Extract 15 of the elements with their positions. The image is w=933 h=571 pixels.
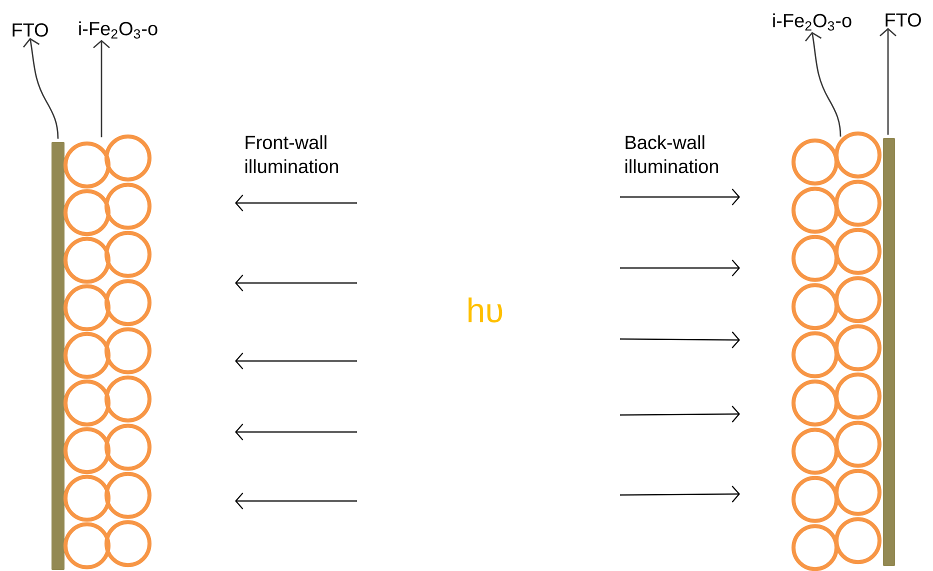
fto-layer-bar [52,142,64,570]
label-text: i-Fe$_{2}$O$_{3}$-o [773,13,852,31]
leader-arrow [22,38,59,139]
label-text: i-Fe$_{2}$O$_{3}$-o [79,21,158,39]
leader-arrow [880,28,896,135]
fto-layer-bar [883,138,895,566]
particle-layer-drawing [64,134,152,570]
particle-layer-drawing [792,132,882,571]
light-symbol: hυ [468,298,502,322]
leader-arrow [804,32,842,137]
label-text: FTO [12,23,48,37]
caption-text: Front-wall illumination [245,135,338,174]
caption-text: Back-wall illumination [625,135,718,174]
label-text: FTO [886,13,921,27]
leader-arrow [93,40,110,138]
